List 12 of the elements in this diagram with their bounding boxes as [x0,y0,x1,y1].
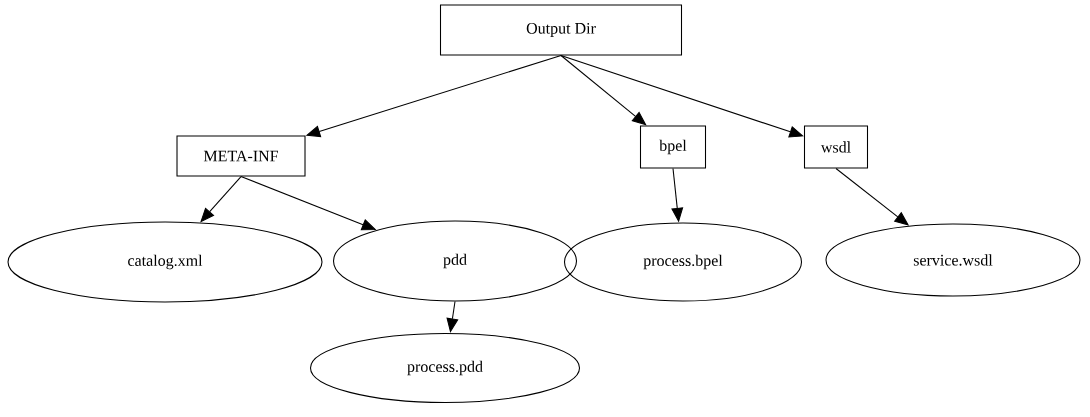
ellipse-node: pdd [332,220,578,302]
folder-box: wsdl [803,125,869,169]
arrow [446,301,459,333]
ellipse-node: service.wsdl [825,223,1081,297]
folder-box: bpel [639,125,707,169]
ellipse-node: catalog.xml [7,221,323,303]
folder-box: META-INF [176,135,306,177]
ellipse-node: process.bpel [563,222,803,302]
folder-box: Output Dir [439,4,683,56]
ellipse-node: process.pdd [309,332,581,404]
arrow [560,55,804,138]
arrow [560,55,647,126]
